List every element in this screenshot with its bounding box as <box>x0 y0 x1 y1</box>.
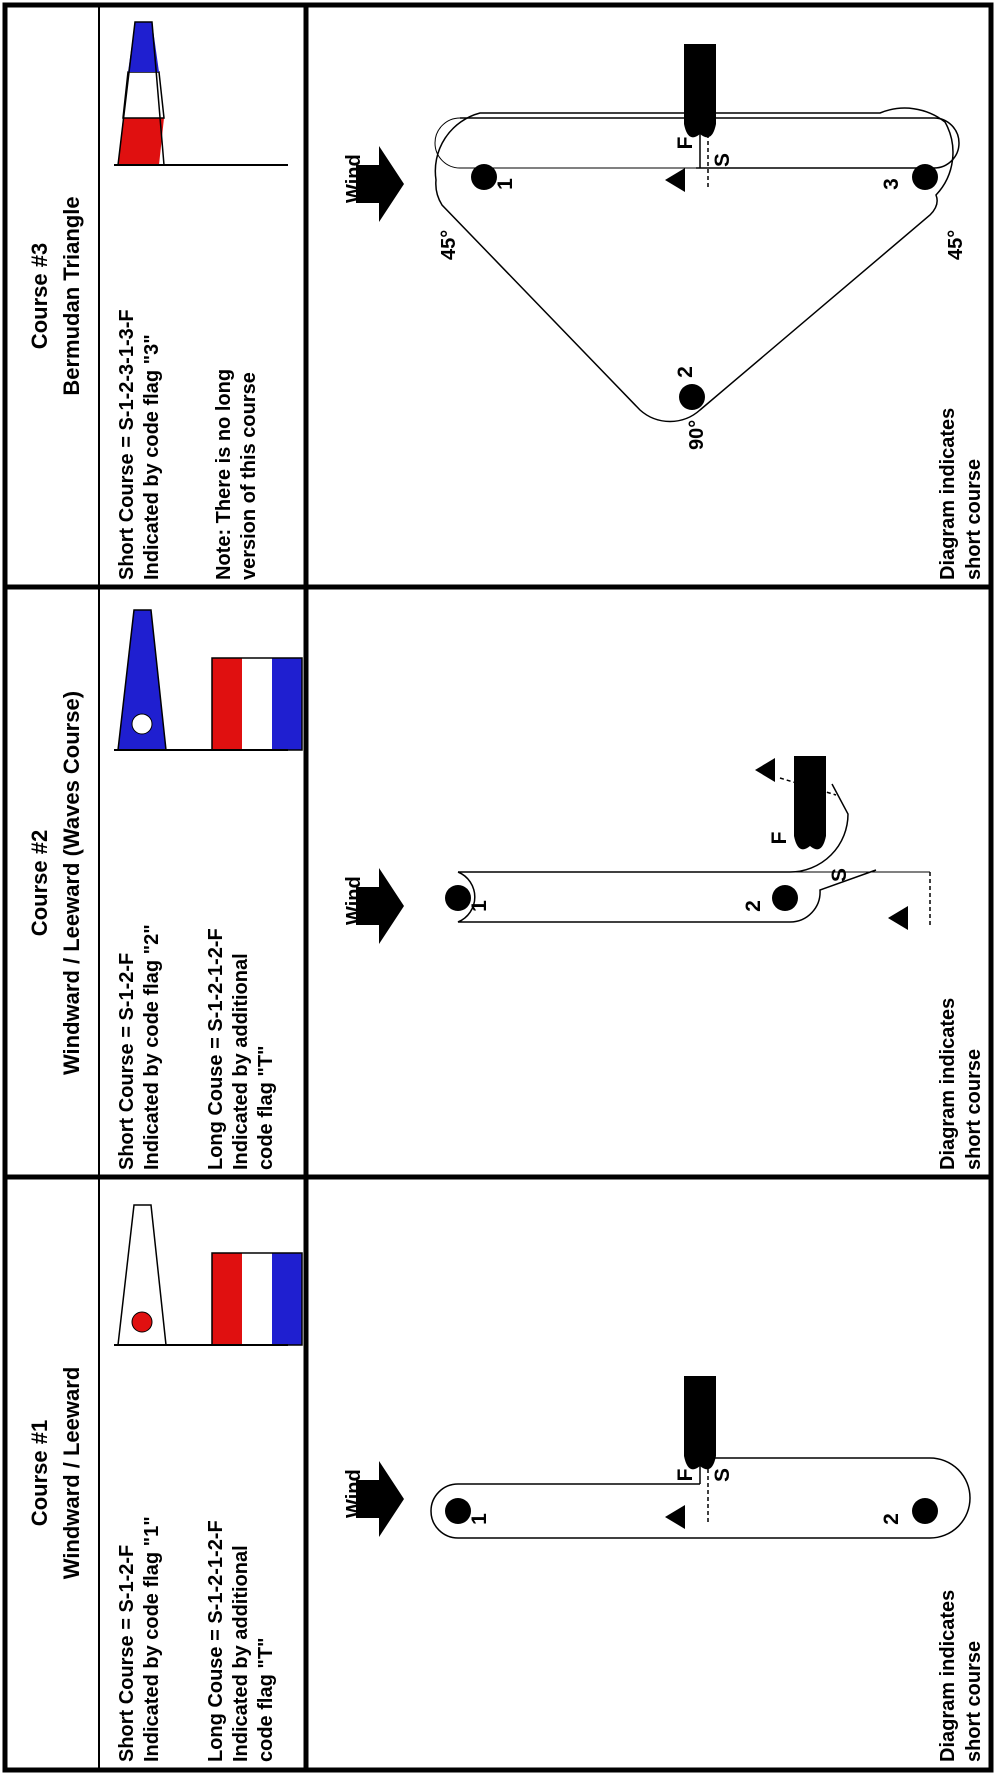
committee-boat-icon <box>684 44 716 138</box>
mark-buoy-icon <box>471 164 497 190</box>
long-course-text: Long Couse = S-1-2-1-2-F <box>205 1520 227 1762</box>
short-course-flag-text: Indicated by code flag "3" <box>141 334 163 580</box>
start-pin-icon <box>665 1505 685 1529</box>
course-path <box>434 107 954 423</box>
angle-label: 45° <box>438 230 460 260</box>
course-1-panel: Course #1 Windward / Leeward Short Cours… <box>27 1204 985 1762</box>
start-label: S <box>828 868 851 882</box>
start-pin-icon <box>888 906 908 930</box>
mark-label: 1 <box>468 900 491 912</box>
mark-label: 2 <box>674 366 697 378</box>
mark-label: 3 <box>880 178 903 190</box>
long-course-text: Long Couse = S-1-2-1-2-F <box>205 928 227 1170</box>
mark-buoy-icon <box>445 885 471 911</box>
course-path <box>434 117 696 169</box>
long-course-flag-text: Indicated by additional <box>230 1545 252 1762</box>
diagram-note: short course <box>963 459 985 580</box>
committee-boat-icon <box>794 756 826 850</box>
course-subtitle: Bermudan Triangle <box>59 196 84 395</box>
short-course-flag-text: Indicated by code flag "2" <box>141 924 163 1170</box>
mark-buoy-icon <box>679 384 705 410</box>
mark-label: 2 <box>742 900 765 912</box>
note-text: version of this course <box>238 372 260 580</box>
long-course-flag-text: code flag "T" <box>255 1045 277 1170</box>
course-path <box>457 869 877 923</box>
mark-buoy-icon <box>772 885 798 911</box>
short-course-text: Short Course = S-1-2-3-1-3-F <box>116 309 138 580</box>
tabula-rasa-flag-icon <box>211 657 303 751</box>
course-title: Course #3 <box>27 243 52 349</box>
diagram-note: Diagram indicates <box>937 408 959 580</box>
mark-label: 1 <box>494 178 517 190</box>
start-label: S <box>711 153 734 167</box>
course-3-panel: Course #3 Bermudan Triangle Short Course… <box>27 21 985 580</box>
long-course-flag-text: Indicated by additional <box>230 953 252 1170</box>
mark-buoy-icon <box>912 1498 938 1524</box>
course-title: Course #2 <box>27 830 52 936</box>
wind-arrow-icon <box>356 868 404 944</box>
course-subtitle: Windward / Leeward <box>59 1367 84 1580</box>
course-path <box>430 1457 971 1539</box>
finish-label: F <box>674 1468 697 1481</box>
short-course-flag-text: Indicated by code flag "1" <box>141 1516 163 1762</box>
course-subtitle: Windward / Leeward (Waves Course) <box>59 691 84 1075</box>
finish-pin-icon <box>755 758 775 782</box>
diagram-note: short course <box>963 1641 985 1762</box>
diagram-note: Diagram indicates <box>937 1590 959 1762</box>
start-pin-icon <box>665 168 685 192</box>
mark-buoy-icon <box>912 164 938 190</box>
finish-label: F <box>768 831 791 844</box>
mark-buoy-icon <box>445 1498 471 1524</box>
mark-label: 2 <box>880 1513 903 1525</box>
course-title: Course #1 <box>27 1420 52 1526</box>
wind-arrow-icon <box>356 1461 404 1537</box>
short-course-text: Short Course = S-1-2-F <box>116 953 138 1170</box>
diagram-note: short course <box>963 1049 985 1170</box>
angle-label: 90° <box>686 420 708 450</box>
finish-label: F <box>674 136 697 149</box>
long-course-flag-text: code flag "T" <box>255 1637 277 1762</box>
diagram-note: Diagram indicates <box>937 998 959 1170</box>
start-label: S <box>711 1468 734 1482</box>
short-course-text: Short Course = S-1-2-F <box>116 1545 138 1762</box>
course-2-panel: Course #2 Windward / Leeward (Waves Cour… <box>27 609 985 1170</box>
pennant-flag-icon <box>114 21 288 166</box>
committee-boat-icon <box>684 1376 716 1470</box>
tabula-rasa-flag-icon <box>211 1252 303 1346</box>
mark-label: 1 <box>468 1513 491 1525</box>
wind-arrow-icon <box>356 146 404 222</box>
note-text: Note: There is no long <box>213 369 235 580</box>
angle-label: 45° <box>945 230 967 260</box>
